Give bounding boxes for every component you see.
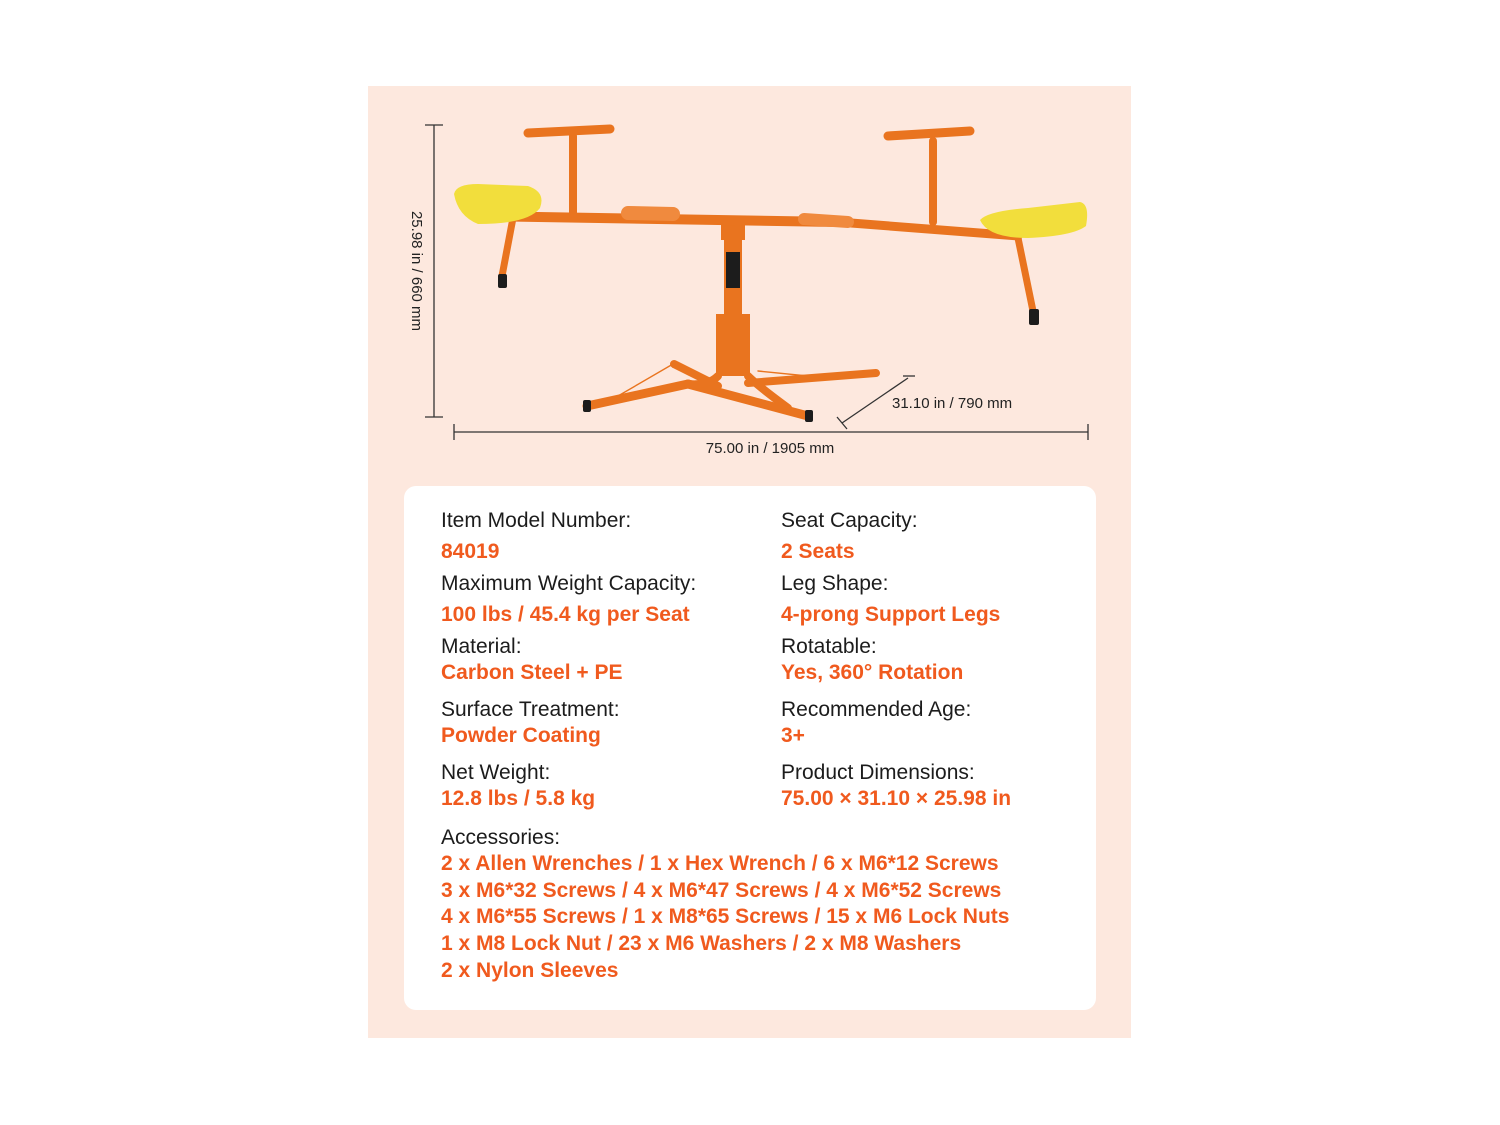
spec-value: 2 Seats	[781, 540, 855, 563]
depth-dimension-label: 31.10 in / 790 mm	[892, 395, 1012, 412]
leg-caps	[583, 400, 813, 422]
spec-label: Recommended Age:	[781, 698, 972, 721]
spec-label: Leg Shape:	[781, 572, 889, 595]
spec-label: Product Dimensions:	[781, 761, 975, 784]
spec-product-dimensions: Product Dimensions: 75.00 × 31.10 × 25.9…	[781, 760, 1111, 812]
spec-label: Rotatable:	[781, 635, 877, 658]
spec-label: Maximum Weight Capacity:	[441, 572, 697, 595]
seesaw-diagram: 25.98 in / 660 mm 75.00 in / 1905 mm 31.…	[408, 124, 1089, 457]
base-legs	[582, 314, 880, 421]
spec-model: Item Model Number: 84019	[441, 508, 771, 565]
accessories-line: 1 x M8 Lock Nut / 23 x M6 Washers / 2 x …	[441, 932, 962, 956]
spec-seat-capacity: Seat Capacity: 2 Seats	[781, 508, 1111, 565]
spec-label: Item Model Number:	[441, 509, 632, 532]
spec-material: Material: Carbon Steel + PE	[441, 634, 771, 686]
spec-surface-treatment: Surface Treatment: Powder Coating	[441, 697, 771, 749]
spec-value: Yes, 360° Rotation	[781, 661, 964, 684]
end-leg-caps	[498, 274, 1039, 325]
spec-value: 100 lbs / 45.4 kg per Seat	[441, 603, 690, 626]
width-dimension-label: 75.00 in / 1905 mm	[706, 440, 834, 457]
width-dimension-line	[453, 424, 1089, 440]
accessories-section: Accessories: 2 x Allen Wrenches / 1 x He…	[441, 824, 1081, 985]
spec-recommended-age: Recommended Age: 3+	[781, 697, 1111, 749]
spec-value: 75.00 × 31.10 × 25.98 in	[781, 787, 1012, 810]
spec-value: Carbon Steel + PE	[441, 661, 623, 684]
accessories-line: 2 x Nylon Sleeves	[441, 958, 619, 982]
accessories-line: 3 x M6*32 Screws / 4 x M6*47 Screws / 4 …	[441, 878, 1002, 902]
seesaw-beam	[473, 206, 1023, 241]
spec-net-weight: Net Weight: 12.8 lbs / 5.8 kg	[441, 760, 771, 812]
spec-value: 3+	[781, 724, 805, 747]
spec-max-weight: Maximum Weight Capacity: 100 lbs / 45.4 …	[441, 571, 771, 628]
spec-label: Material:	[441, 635, 522, 658]
handles	[523, 124, 975, 226]
end-legs	[498, 214, 1037, 315]
spec-label: Net Weight:	[441, 761, 551, 784]
accessories-label: Accessories:	[441, 826, 561, 849]
height-dimension-line	[425, 124, 443, 418]
depth-dimension-line	[836, 375, 915, 430]
spec-label: Seat Capacity:	[781, 509, 918, 532]
left-seat	[454, 184, 542, 224]
spec-value: 4-prong Support Legs	[781, 603, 1001, 626]
spec-value: 84019	[441, 540, 500, 563]
height-dimension-label: 25.98 in / 660 mm	[408, 211, 425, 331]
spec-label: Surface Treatment:	[441, 698, 620, 721]
accessories-line: 2 x Allen Wrenches / 1 x Hex Wrench / 6 …	[441, 852, 999, 875]
right-seat	[980, 202, 1088, 238]
accessories-line: 4 x M6*55 Screws / 1 x M8*65 Screws / 15…	[441, 905, 1010, 929]
specs-card: Item Model Number: 84019 Seat Capacity: …	[404, 486, 1096, 1010]
center-post	[721, 216, 745, 318]
spec-value: 12.8 lbs / 5.8 kg	[441, 787, 596, 810]
spec-leg-shape: Leg Shape: 4-prong Support Legs	[781, 571, 1111, 628]
spec-value: Powder Coating	[441, 724, 601, 747]
spec-rotatable: Rotatable: Yes, 360° Rotation	[781, 634, 1111, 686]
product-panel: 25.98 in / 660 mm 75.00 in / 1905 mm 31.…	[368, 86, 1131, 1038]
